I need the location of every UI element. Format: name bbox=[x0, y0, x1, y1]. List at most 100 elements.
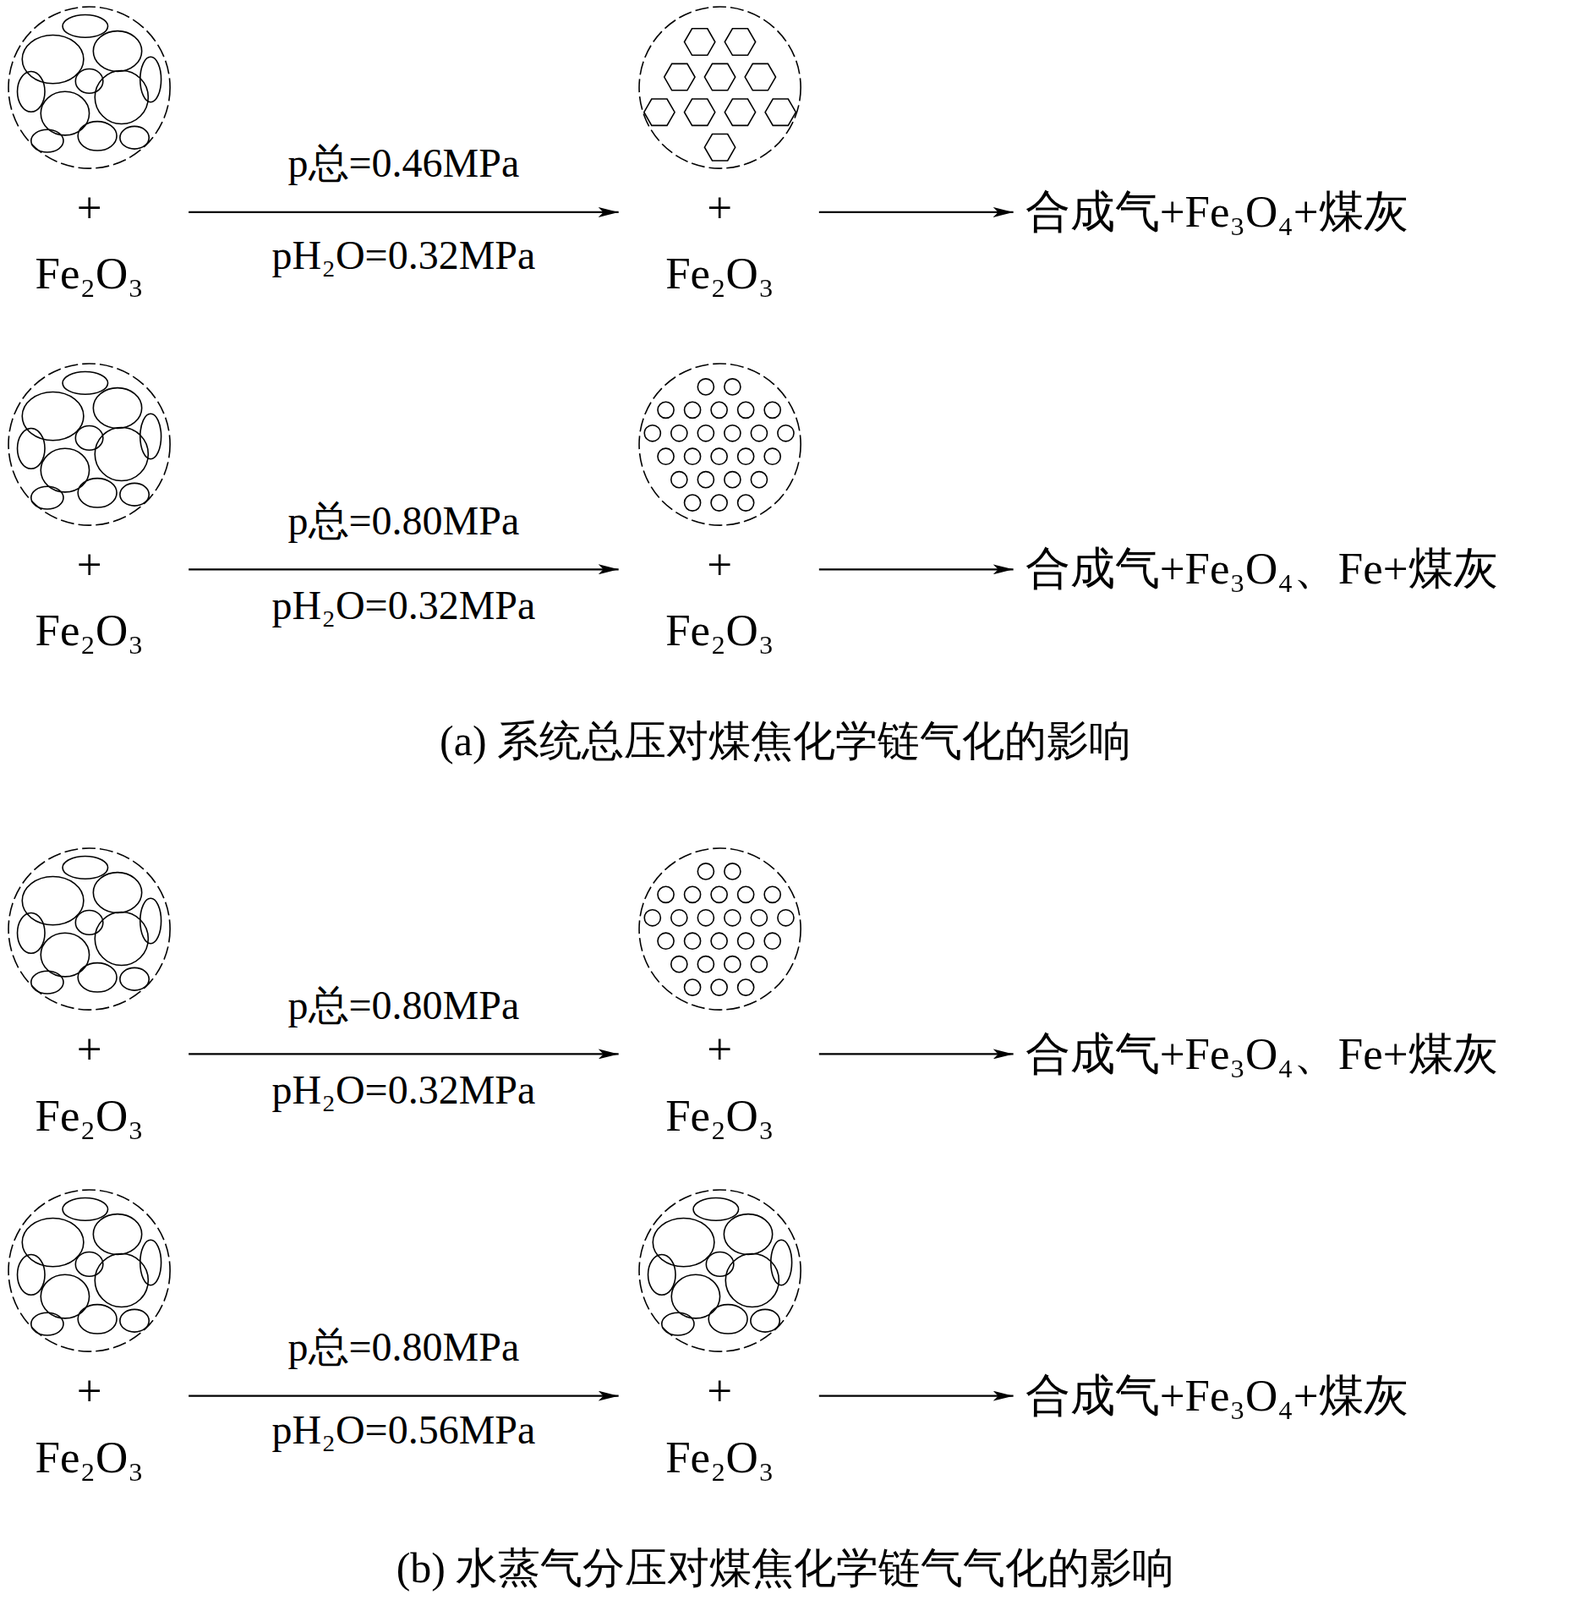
pore-circle bbox=[683, 401, 700, 418]
total-pressure-label: p总=0.80MPa bbox=[284, 1323, 524, 1370]
pore-circle bbox=[724, 863, 741, 880]
particle-outline bbox=[639, 363, 801, 525]
pore-circle bbox=[764, 448, 781, 465]
pore-circle bbox=[697, 909, 714, 926]
pore-circle bbox=[670, 956, 687, 973]
pore-circle bbox=[724, 956, 741, 973]
coal-char-particle bbox=[630, 3, 810, 172]
pore-circle bbox=[683, 885, 700, 903]
pore-cell bbox=[92, 1214, 142, 1255]
reaction-arrow bbox=[819, 1394, 1014, 1397]
pore-cell bbox=[120, 125, 149, 149]
product-text-box: 合成气+Fe₃O₄、Fe+煤灰 bbox=[1025, 541, 1499, 597]
total-pressure-label: p总=0.80MPa bbox=[284, 497, 524, 544]
pore-cell bbox=[62, 856, 109, 880]
pore-circle bbox=[670, 425, 687, 442]
particle-group: +Fe₂O₃ bbox=[630, 1186, 810, 1488]
coal-char-particle bbox=[630, 844, 810, 1013]
pore-cell bbox=[77, 1304, 117, 1334]
pore-circle bbox=[683, 494, 700, 511]
pore-circle bbox=[670, 909, 687, 926]
pore-cell bbox=[40, 1274, 89, 1319]
pore-cell bbox=[40, 448, 89, 493]
particle-group: +Fe₂O₃ bbox=[630, 360, 810, 662]
pore-circle bbox=[724, 909, 741, 926]
product-text-box: 合成气+Fe₃O₄、Fe+煤灰 bbox=[1025, 1027, 1499, 1082]
pore-circle bbox=[697, 863, 714, 880]
particle-group: +Fe₂O₃ bbox=[0, 360, 179, 662]
pore-cell bbox=[17, 912, 45, 953]
pore-cell bbox=[62, 371, 109, 394]
pore-cell bbox=[75, 1252, 103, 1277]
pore-cell bbox=[21, 1218, 84, 1267]
particle-outline bbox=[639, 6, 801, 169]
reactant-label: Fe₂O₃ bbox=[630, 599, 810, 661]
reaction-arrow bbox=[819, 211, 1014, 214]
pore-circle bbox=[710, 448, 728, 465]
pore-cell bbox=[671, 1274, 720, 1319]
particle-outline bbox=[8, 363, 170, 525]
steam-pressure-label: pH₂O=0.32MPa bbox=[268, 581, 540, 629]
product-text-box: 合成气+Fe₃O₄+煤灰 bbox=[1025, 1368, 1409, 1423]
pore-circle bbox=[697, 956, 714, 973]
pore-cell bbox=[140, 56, 162, 103]
pore-circle bbox=[764, 401, 781, 418]
particle-group: +Fe₂O₃ bbox=[0, 1186, 179, 1488]
pore-cell bbox=[17, 1254, 45, 1296]
pore-circle bbox=[777, 425, 794, 442]
pore-cell bbox=[77, 478, 117, 508]
pore-cell bbox=[708, 1304, 748, 1334]
pore-cell bbox=[17, 71, 45, 112]
pore-circle bbox=[710, 978, 728, 996]
pore-hexagon bbox=[724, 27, 755, 55]
pore-cell bbox=[140, 1240, 162, 1286]
figure-caption: (b) 水蒸气分压对煤焦化学链气气化的影响 bbox=[393, 1543, 1179, 1593]
pore-cell bbox=[21, 34, 84, 83]
plus-sign: + bbox=[630, 1354, 810, 1426]
pore-circle bbox=[670, 471, 687, 488]
pore-circle bbox=[777, 909, 794, 926]
steam-pressure-label: pH₂O=0.56MPa bbox=[268, 1405, 540, 1453]
pore-circle bbox=[710, 885, 728, 903]
pore-cell bbox=[647, 1254, 675, 1296]
pore-cell bbox=[31, 129, 64, 153]
pore-cell bbox=[40, 932, 89, 977]
plus-sign: + bbox=[0, 528, 179, 600]
product-label: 合成气+Fe₃O₄、Fe+煤灰 bbox=[1025, 541, 1499, 597]
pore-cell bbox=[770, 1240, 792, 1286]
pore-circle bbox=[683, 932, 700, 949]
pore-cell bbox=[75, 910, 103, 936]
pore-cell bbox=[92, 872, 142, 914]
reactant-label: Fe₂O₃ bbox=[630, 242, 810, 304]
pore-circle bbox=[737, 885, 754, 903]
pore-cell bbox=[705, 1252, 733, 1277]
reaction-arrow bbox=[819, 568, 1014, 570]
pore-circle bbox=[657, 401, 674, 418]
plus-sign: + bbox=[630, 528, 810, 600]
pore-hexagon bbox=[683, 98, 715, 126]
particle-outline bbox=[639, 847, 801, 1010]
product-label: 合成气+Fe₃O₄+煤灰 bbox=[1025, 1368, 1409, 1423]
reaction-arrow bbox=[188, 1394, 619, 1397]
pore-circle bbox=[710, 401, 728, 418]
particle-group: +Fe₂O₃ bbox=[630, 3, 810, 305]
pore-cell bbox=[652, 1218, 715, 1267]
pore-circle bbox=[764, 885, 781, 903]
particle-outline bbox=[639, 1189, 801, 1351]
pore-cell bbox=[92, 388, 142, 429]
product-label: 合成气+Fe₃O₄+煤灰 bbox=[1025, 185, 1409, 240]
pore-cell bbox=[750, 1309, 780, 1333]
pore-hexagon bbox=[765, 98, 796, 126]
pore-hexagon bbox=[663, 63, 695, 90]
pore-cell bbox=[62, 14, 109, 38]
pore-cell bbox=[77, 120, 117, 150]
pore-cell bbox=[75, 425, 103, 450]
particle-outline bbox=[8, 847, 170, 1010]
pore-circle bbox=[697, 471, 714, 488]
steam-pressure-label: pH₂O=0.32MPa bbox=[268, 231, 540, 279]
pore-circle bbox=[657, 448, 674, 465]
pore-cell bbox=[21, 876, 84, 925]
pore-circle bbox=[750, 471, 767, 488]
